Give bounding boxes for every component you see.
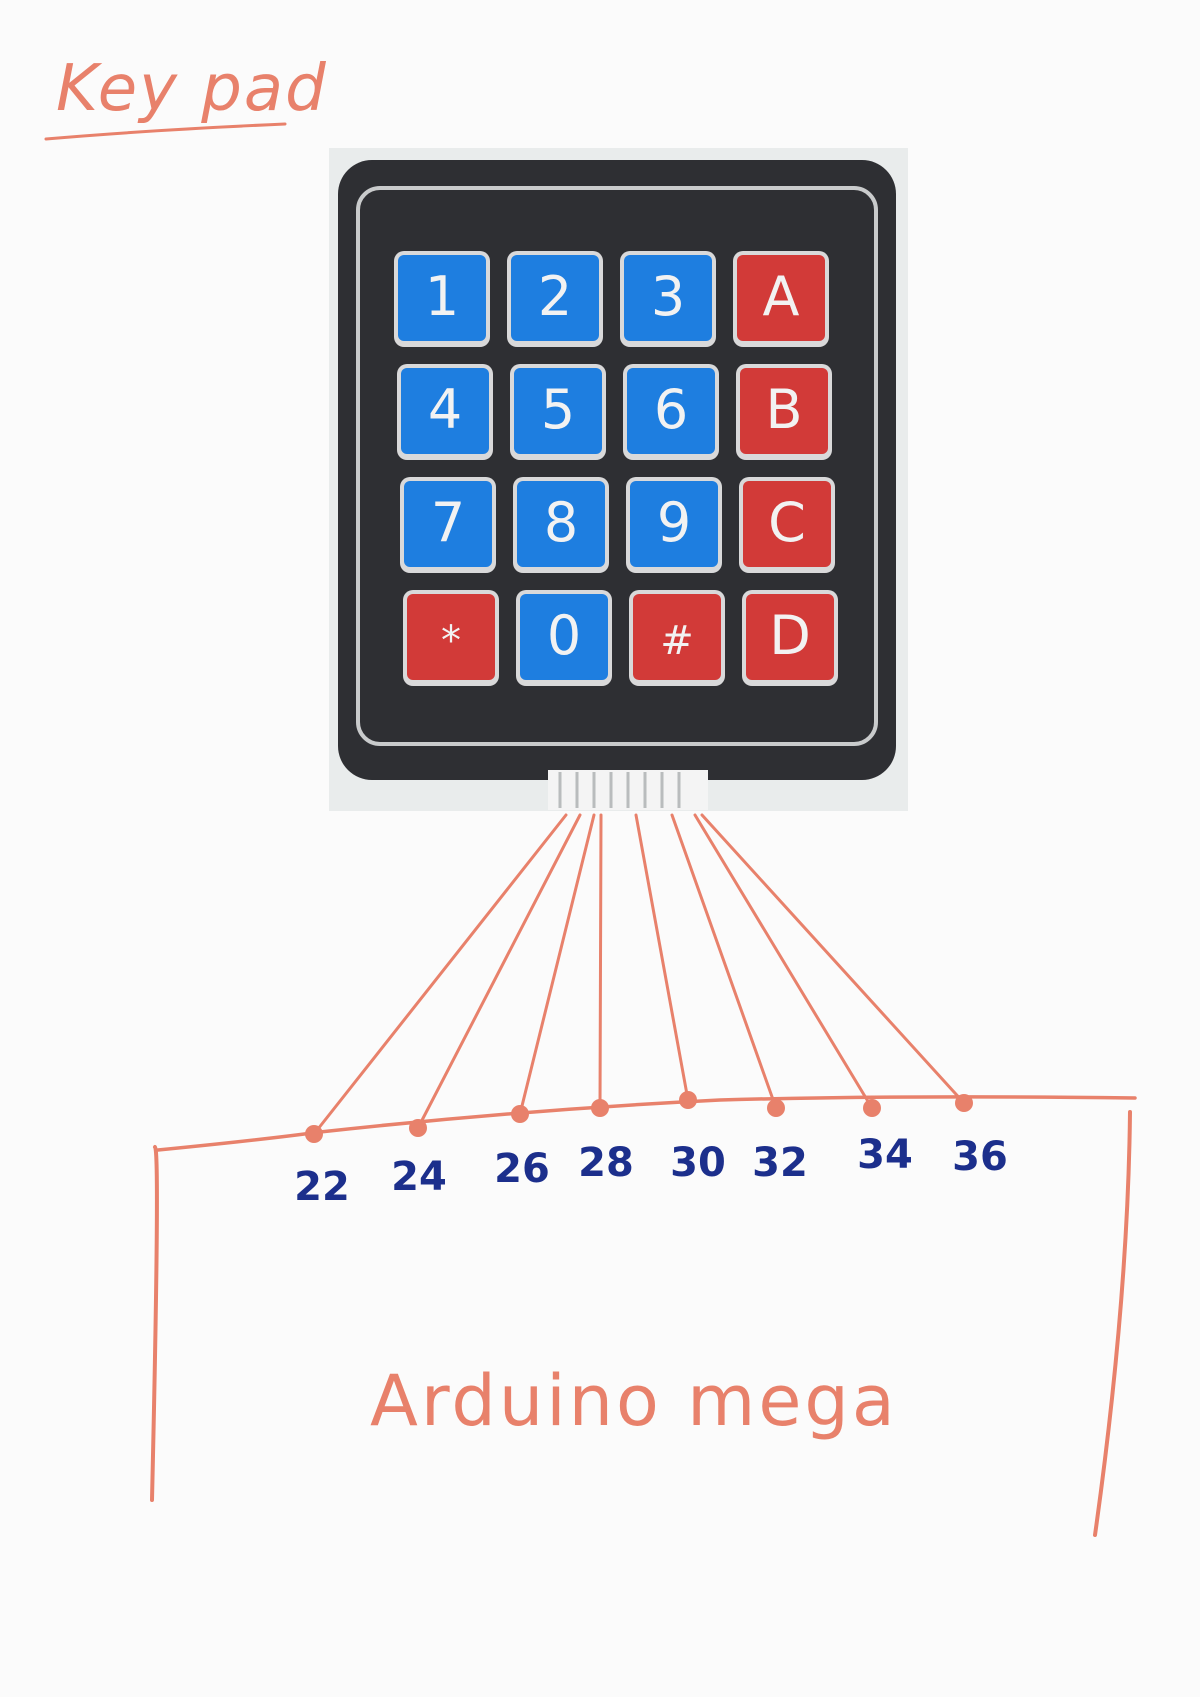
pin-label-34: 34 xyxy=(857,1132,913,1178)
key-0: 0 xyxy=(516,590,612,686)
key-face xyxy=(407,594,495,680)
pin-dot-28 xyxy=(591,1099,609,1117)
board-left-edge xyxy=(150,1145,159,1502)
wire-22 xyxy=(312,813,568,1136)
wire-26 xyxy=(518,813,596,1116)
key-2: 2 xyxy=(507,251,603,347)
key-8: 8 xyxy=(513,477,609,573)
wire-36 xyxy=(700,813,966,1105)
key-label: 0 xyxy=(547,604,581,667)
pin-dot-26 xyxy=(511,1105,529,1123)
wire-34 xyxy=(693,813,874,1110)
key-face xyxy=(514,368,602,454)
pin-labels: 22 24 26 28 30 32 34 36 xyxy=(294,1132,1008,1210)
key-face xyxy=(511,255,599,341)
board-label: Arduino mega xyxy=(370,1360,898,1442)
wire-32 xyxy=(670,813,778,1110)
key-4: 4 xyxy=(397,364,493,460)
key-label: 1 xyxy=(425,265,459,328)
key-label: 2 xyxy=(538,265,572,328)
wires xyxy=(312,813,966,1136)
diagram-title: Key pad xyxy=(56,52,328,126)
key-label: A xyxy=(763,265,800,328)
key-label: 9 xyxy=(657,491,691,554)
pin-label-32: 32 xyxy=(752,1140,808,1186)
wire-30 xyxy=(634,813,690,1102)
key-label: B xyxy=(765,378,802,441)
wire-28 xyxy=(598,813,603,1110)
key-7: 7 xyxy=(400,477,496,573)
key-c: C xyxy=(739,477,835,573)
pin-dot-30 xyxy=(679,1091,697,1109)
key-5: 5 xyxy=(510,364,606,460)
key-label: D xyxy=(769,604,811,667)
key-face xyxy=(737,255,825,341)
wire-24 xyxy=(416,813,582,1130)
pin-dot-24 xyxy=(409,1119,427,1137)
keypad-keys: 1 2 3 A 4 5 6 B 7 8 9 C * 0 # D xyxy=(394,251,838,686)
keypad-photo: 1 2 3 A 4 5 6 B 7 8 9 C * 0 # D xyxy=(329,148,908,811)
key-face xyxy=(746,594,834,680)
pin-label-24: 24 xyxy=(391,1154,447,1200)
key-d: D xyxy=(742,590,838,686)
key-label: * xyxy=(441,618,461,664)
ribbon-cable xyxy=(558,772,681,808)
key-face xyxy=(401,368,489,454)
pin-dot-22 xyxy=(305,1125,323,1143)
key-face xyxy=(624,255,712,341)
key-1: 1 xyxy=(394,251,490,347)
key-face xyxy=(743,481,831,567)
key-label: 7 xyxy=(431,491,465,554)
key-label: # xyxy=(660,618,694,664)
key-a: A xyxy=(733,251,829,347)
pin-dot-34 xyxy=(863,1099,881,1117)
key-label: 4 xyxy=(428,378,462,441)
key-6: 6 xyxy=(623,364,719,460)
pin-label-26: 26 xyxy=(494,1146,550,1192)
pin-dots xyxy=(305,1091,973,1143)
key-face xyxy=(517,481,605,567)
key-9: 9 xyxy=(626,477,722,573)
key-face xyxy=(633,594,721,680)
key-face xyxy=(630,481,718,567)
key-face xyxy=(627,368,715,454)
pin-dot-32 xyxy=(767,1099,785,1117)
key-face xyxy=(520,594,608,680)
key-face xyxy=(398,255,486,341)
key-face xyxy=(404,481,492,567)
key-b: B xyxy=(736,364,832,460)
pin-label-28: 28 xyxy=(578,1140,634,1186)
key-3: 3 xyxy=(620,251,716,347)
key-label: C xyxy=(768,491,806,554)
keypad-border xyxy=(356,186,878,746)
key-star: * xyxy=(403,590,499,686)
key-hash: # xyxy=(629,590,725,686)
title-underline xyxy=(44,122,287,141)
pin-label-30: 30 xyxy=(670,1140,726,1186)
pin-label-36: 36 xyxy=(952,1134,1008,1180)
key-label: 8 xyxy=(544,491,578,554)
board-right-edge xyxy=(1093,1110,1132,1537)
key-face xyxy=(740,368,828,454)
pin-label-22: 22 xyxy=(294,1164,350,1210)
key-label: 5 xyxy=(541,378,575,441)
key-label: 3 xyxy=(651,265,685,328)
key-label: 6 xyxy=(654,378,688,441)
pin-dot-36 xyxy=(955,1094,973,1112)
